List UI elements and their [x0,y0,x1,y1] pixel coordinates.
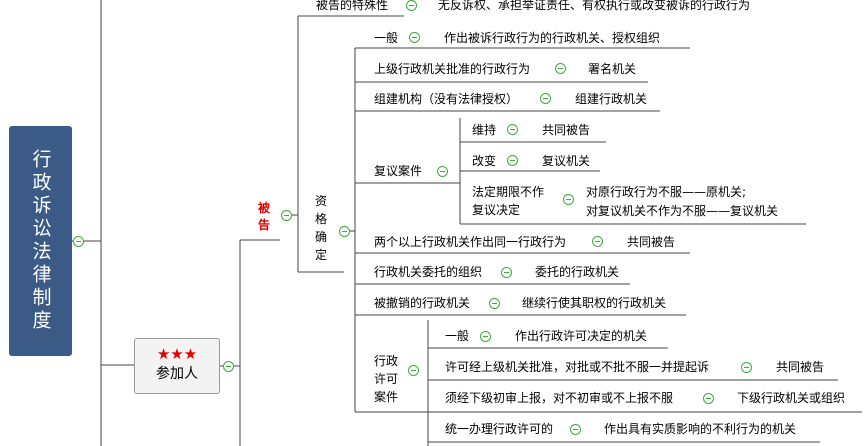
qualification-label[interactable]: 资格确定 [315,194,328,262]
sub-item-value-line[interactable]: 对原行政行为不服——原机关; [586,185,747,199]
collapse-toggle-icon[interactable] [409,32,420,43]
sub-item-label[interactable]: 法定期限不作复议决定 [472,185,545,217]
collapse-toggle-icon[interactable] [703,393,714,404]
sub-item-value[interactable]: 共同被告 [542,123,591,137]
collapse-toggle-icon[interactable] [223,361,234,372]
collapse-toggle-icon[interactable] [555,63,566,74]
item-label[interactable]: 上级行政机关批准的行政行为 [374,62,531,76]
item-value[interactable]: 共同被告 [627,235,676,249]
collapse-toggle-icon[interactable] [563,194,574,205]
sub-item-value[interactable]: 下级行政机关或组织 [737,391,846,405]
collapse-toggle-icon[interactable] [592,236,603,247]
sub-item-value[interactable]: 复议机关 [542,154,591,168]
collapse-toggle-icon[interactable] [741,362,752,373]
collapse-toggle-icon[interactable] [339,226,350,237]
sub-item-value[interactable]: 作出行政许可决定的机关 [515,329,648,343]
collapse-toggle-icon[interactable] [73,236,84,247]
sub-item-value[interactable]: 作出具有实质影响的不利行为的机关 [604,422,797,436]
star-rating-icon: ★★★ [156,345,198,363]
sub-item-label[interactable]: 一般 [445,329,470,343]
sub-item-label[interactable]: 统一办理行政许可的 [445,422,554,436]
sub-item-label[interactable]: 改变 [472,154,497,168]
item-label[interactable]: 行政机关委托的组织 [374,265,483,279]
collapse-toggle-icon[interactable] [570,424,581,435]
item-value[interactable]: 继续行使其职权的行政机关 [522,296,667,310]
sub-item-label[interactable]: 须经下级初审上报，对不初审或不上报不服 [445,391,674,405]
root-label: 行政诉讼法律制度 [29,149,52,333]
collapse-toggle-icon[interactable] [281,210,292,221]
root-node[interactable]: 行政诉讼法律制度 [9,126,72,356]
item-value[interactable]: 委托的行政机关 [535,265,620,279]
collapse-toggle-icon[interactable] [437,166,448,177]
item-label[interactable]: 复议案件 [374,164,423,178]
item-label[interactable]: 被撤销的行政机关 [374,296,471,310]
collapse-toggle-icon[interactable] [480,331,491,342]
collapse-toggle-icon[interactable] [489,298,500,309]
participants-label: 参加人 [156,366,198,382]
sub-item-label[interactable]: 维持 [472,123,497,137]
item-value[interactable]: 署名机关 [588,62,637,76]
collapse-toggle-icon[interactable] [408,365,419,376]
item-label[interactable]: 组建机构（没有法律授权） [374,92,519,106]
specialty-label[interactable]: 被告的特殊性 [316,0,389,12]
item-value[interactable]: 组建行政机关 [575,92,648,106]
specialty-value[interactable]: 无反诉权、承担举证责任、有权执行或改变被诉的行政行为 [438,0,751,12]
sub-item-label[interactable]: 许可经上级机关批准，对批或不批不服一并提起诉 [445,360,710,374]
collapse-toggle-icon[interactable] [507,124,518,135]
collapse-toggle-icon[interactable] [501,267,512,278]
sub-item-value[interactable]: 共同被告 [776,360,825,374]
defendant-label[interactable]: 被告 [258,201,271,232]
collapse-toggle-icon[interactable] [540,93,551,104]
item-label[interactable]: 一般 [374,31,399,45]
participants-node[interactable]: ★★★ 参加人 [134,338,220,394]
sub-item-value-line[interactable]: 对复议机关不作为不服——复议机关 [586,204,779,218]
item-label[interactable]: 行政许可案件 [374,354,399,404]
collapse-toggle-icon[interactable] [507,155,518,166]
item-label[interactable]: 两个以上行政机关作出同一行政行为 [374,235,567,249]
item-value[interactable]: 作出被诉行政行为的行政机关、授权组织 [444,31,661,45]
collapse-toggle-icon[interactable] [406,0,417,11]
